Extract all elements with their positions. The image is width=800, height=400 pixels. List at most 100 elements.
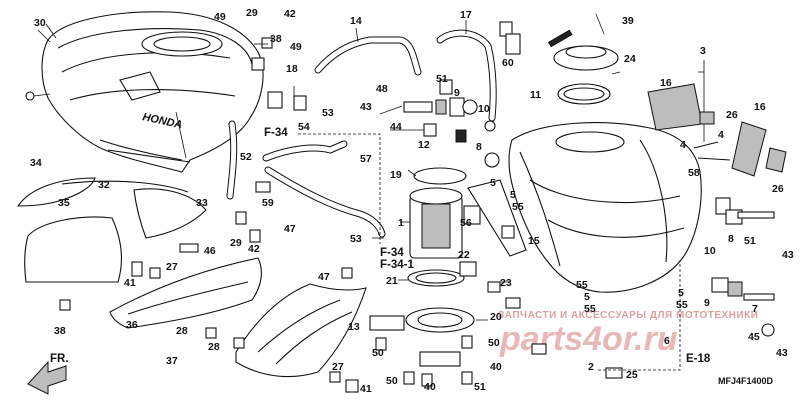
part-number: 11 bbox=[530, 89, 541, 101]
tank-cover-group: HONDA bbox=[25, 11, 264, 173]
part-number: 26 bbox=[772, 183, 784, 195]
part-number: 28 bbox=[176, 325, 188, 337]
part-number: 53 bbox=[350, 233, 362, 245]
part-number: 43 bbox=[360, 101, 372, 113]
ref-f34-1: F-34-1 bbox=[380, 259, 414, 271]
part-number: 2 bbox=[588, 361, 594, 373]
lead-lines bbox=[45, 20, 704, 321]
part-number: 43 bbox=[776, 347, 788, 359]
part-number: 29 bbox=[246, 7, 258, 19]
part-number: 35 bbox=[58, 197, 70, 209]
part-number: 27 bbox=[332, 361, 344, 373]
fuel-tank bbox=[508, 122, 702, 293]
part-number: 43 bbox=[782, 249, 794, 261]
part-number: 55 bbox=[676, 299, 688, 311]
part-number: 5 bbox=[490, 177, 496, 189]
part-number: 9 bbox=[704, 297, 710, 309]
right-hardware bbox=[711, 197, 775, 337]
part-number: 8 bbox=[728, 233, 734, 245]
part-number: 42 bbox=[284, 8, 296, 20]
part-number: 38 bbox=[54, 325, 66, 337]
part-number: 46 bbox=[204, 245, 216, 257]
part-number: 57 bbox=[360, 153, 372, 165]
part-number: 38 bbox=[270, 33, 282, 45]
part-number: 10 bbox=[478, 103, 490, 115]
part-number: 32 bbox=[98, 179, 110, 191]
part-number: 41 bbox=[124, 277, 136, 289]
shroud-37 bbox=[235, 283, 367, 378]
part-number: 54 bbox=[298, 121, 310, 133]
part-number: 49 bbox=[290, 41, 302, 53]
part-number: 9 bbox=[454, 87, 460, 99]
part-number: 1 bbox=[398, 217, 404, 229]
part-number: 27 bbox=[166, 261, 178, 273]
part-number: 40 bbox=[490, 361, 502, 373]
part-number: 51 bbox=[436, 73, 448, 85]
part-number: 24 bbox=[624, 53, 636, 65]
part-number: 45 bbox=[748, 331, 760, 343]
part-number: 4 bbox=[680, 139, 686, 151]
part-number: 28 bbox=[208, 341, 220, 353]
part-number: 25 bbox=[626, 369, 638, 381]
part-number: 60 bbox=[502, 57, 514, 69]
part-number: 42 bbox=[248, 243, 260, 255]
part-number: 3 bbox=[700, 45, 706, 57]
part-number: 51 bbox=[744, 235, 756, 247]
watermark-logo: parts4or.ru bbox=[499, 320, 678, 358]
part-number: 22 bbox=[458, 249, 470, 261]
side-panel-34 bbox=[16, 177, 96, 207]
part-number: 49 bbox=[214, 11, 226, 23]
part-numbers: 30 49 29 42 38 49 14 17 60 39 24 3 11 16… bbox=[30, 7, 794, 395]
part-number: 5 bbox=[510, 189, 516, 201]
watermark-text: ЗАПЧАСТИ И АКСЕССУАРЫ ДЛЯ МОТОТЕХНИКИ bbox=[498, 310, 758, 321]
part-number: 47 bbox=[318, 271, 330, 283]
part-number: 12 bbox=[418, 139, 430, 151]
part-number: 29 bbox=[230, 237, 242, 249]
part-number: 48 bbox=[376, 83, 388, 95]
part-number: 50 bbox=[488, 337, 500, 349]
part-number: 50 bbox=[372, 347, 384, 359]
part-number: 33 bbox=[196, 197, 208, 209]
ref-f34-top: F-34 bbox=[264, 127, 288, 139]
part-number: 55 bbox=[576, 279, 588, 291]
part-number: 18 bbox=[286, 63, 298, 75]
fittings-row bbox=[403, 79, 500, 168]
front-arrow: FR. bbox=[27, 353, 69, 395]
part-number: 56 bbox=[460, 217, 472, 229]
part-number: 40 bbox=[424, 381, 436, 393]
part-number: 7 bbox=[752, 303, 758, 315]
part-number: 44 bbox=[390, 121, 402, 133]
part-number: 16 bbox=[754, 101, 766, 113]
part-number: 16 bbox=[660, 77, 672, 89]
part-number: 8 bbox=[476, 141, 482, 153]
part-number: 37 bbox=[166, 355, 178, 367]
part-number: 17 bbox=[460, 9, 472, 21]
model-code: MFJ4F1400D bbox=[718, 376, 774, 386]
pad-35 bbox=[24, 216, 122, 283]
part-number: 5 bbox=[678, 287, 684, 299]
part-number: 39 bbox=[622, 15, 634, 27]
part-number: 23 bbox=[500, 277, 512, 289]
part-number: 10 bbox=[704, 245, 716, 257]
part-number: 55 bbox=[512, 201, 524, 213]
part-number: 58 bbox=[688, 167, 700, 179]
panel-33 bbox=[133, 188, 207, 239]
part-number: 47 bbox=[284, 223, 296, 235]
part-number: 15 bbox=[528, 235, 540, 247]
part-number: 41 bbox=[360, 383, 372, 395]
part-number: 14 bbox=[350, 15, 362, 27]
part-number: 19 bbox=[390, 169, 402, 181]
part-number: 53 bbox=[322, 107, 334, 119]
part-number: 4 bbox=[718, 129, 724, 141]
part-number: 6 bbox=[664, 335, 670, 347]
part-number: 34 bbox=[30, 157, 42, 169]
part-number: 30 bbox=[34, 17, 46, 29]
front-label: FR. bbox=[50, 353, 69, 365]
part-number: 13 bbox=[348, 321, 360, 333]
part-number: 59 bbox=[262, 197, 274, 209]
part-number: 50 bbox=[386, 375, 398, 387]
ref-e18: E-18 bbox=[686, 353, 711, 365]
part-number: 21 bbox=[386, 275, 398, 287]
ref-f34-mid: F-34 bbox=[380, 247, 404, 259]
